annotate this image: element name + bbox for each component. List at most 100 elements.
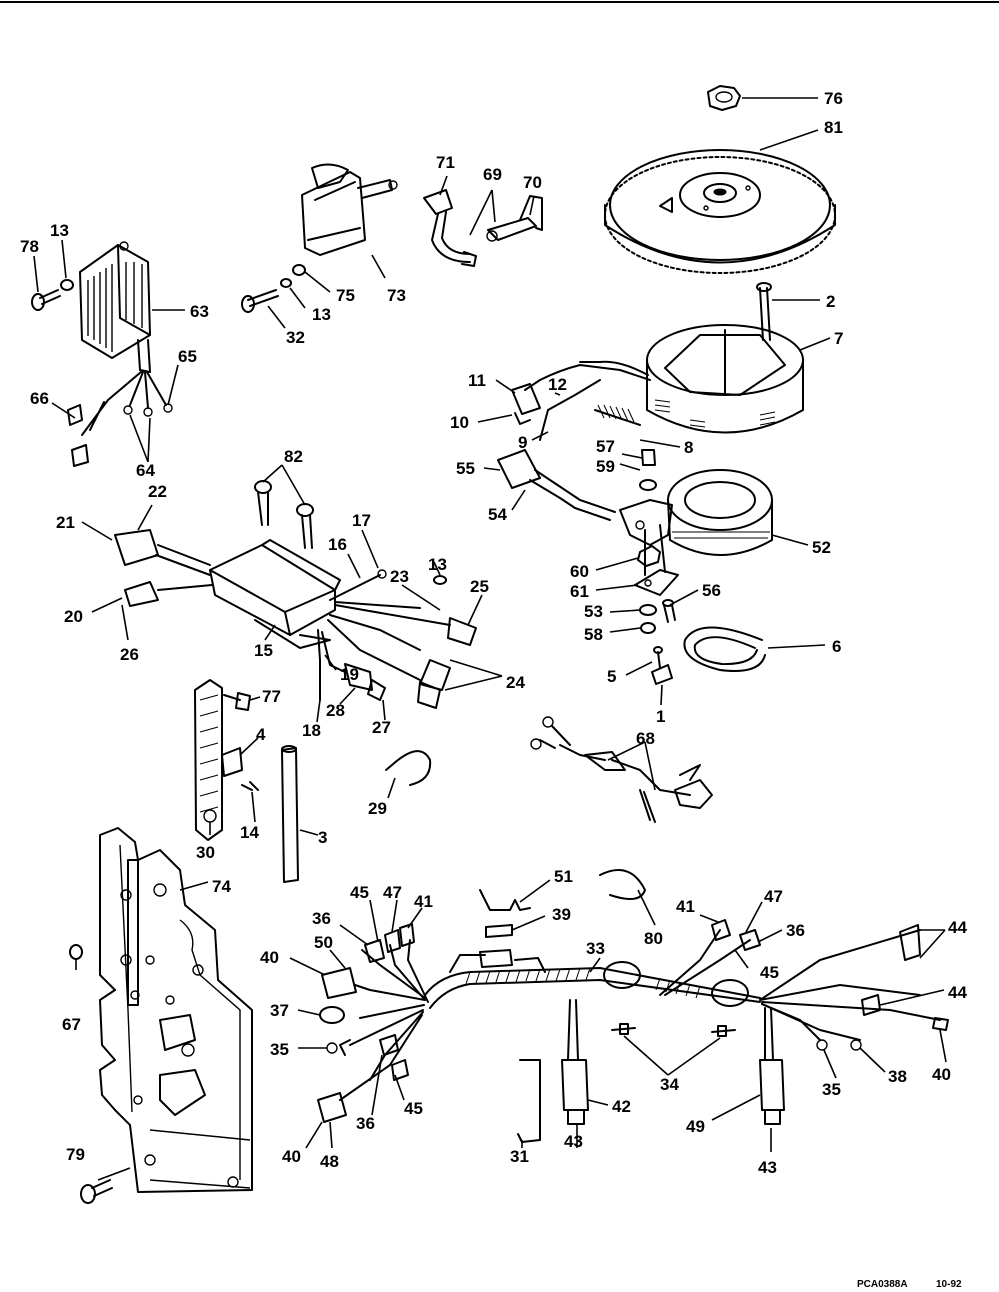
label-40-left: 40 — [260, 948, 279, 967]
drawing-code: PCA0388A — [857, 1279, 908, 1290]
label-11: 11 — [468, 371, 486, 390]
bolt-32 — [241, 289, 279, 313]
nut-53 — [639, 604, 657, 616]
voltage-regulator-63 — [79, 241, 151, 373]
label-10: 10 — [450, 413, 469, 432]
ignition-coil-73 — [301, 163, 398, 256]
plate-61 — [634, 524, 679, 596]
label-42: 42 — [612, 1097, 631, 1116]
label-40-right: 40 — [932, 1065, 951, 1084]
label-82: 82 — [284, 447, 303, 466]
label-70: 70 — [523, 173, 542, 192]
label-71: 71 — [436, 153, 455, 172]
label-21: 21 — [56, 513, 75, 532]
washer-75 — [292, 264, 306, 276]
label-13-coil: 13 — [312, 305, 331, 324]
label-54: 54 — [488, 505, 507, 524]
label-32: 32 — [286, 328, 305, 347]
label-59: 59 — [596, 457, 615, 476]
label-36-upper-left: 36 — [312, 909, 331, 928]
screw-57 — [641, 449, 656, 466]
label-34: 34 — [660, 1075, 679, 1094]
label-39: 39 — [552, 905, 571, 924]
label-28: 28 — [326, 701, 345, 720]
label-27: 27 — [372, 718, 391, 737]
label-29: 29 — [368, 799, 387, 818]
mounting-bracket-74 — [99, 827, 253, 1193]
label-68: 68 — [636, 729, 655, 748]
screw-5 — [653, 646, 663, 669]
label-23: 23 — [390, 567, 409, 586]
label-2: 2 — [826, 292, 835, 311]
label-36-lower-left: 36 — [356, 1114, 375, 1133]
washer-13b — [280, 278, 292, 288]
label-16: 16 — [328, 535, 347, 554]
label-57: 57 — [596, 437, 615, 456]
label-17: 17 — [352, 511, 371, 530]
sleeve-3 — [281, 745, 299, 883]
label-64: 64 — [136, 461, 155, 480]
washer-13c — [433, 575, 447, 585]
label-40-lower: 40 — [282, 1147, 301, 1166]
label-78: 78 — [20, 237, 39, 256]
clip-4 — [221, 747, 243, 777]
spark-plug-boot-70 — [486, 195, 543, 242]
label-24: 24 — [506, 673, 525, 692]
label-5: 5 — [607, 667, 616, 686]
label-13-pack: 13 — [428, 555, 447, 574]
flywheel-81 — [604, 149, 836, 274]
label-61: 61 — [570, 582, 589, 601]
timer-base-52 — [667, 469, 773, 556]
label-7: 7 — [834, 329, 843, 348]
bolts-82 — [254, 480, 314, 549]
nut-58 — [640, 622, 656, 634]
label-4: 4 — [256, 725, 266, 744]
label-53: 53 — [584, 602, 603, 621]
label-14: 14 — [240, 823, 259, 842]
label-65: 65 — [178, 347, 197, 366]
label-75: 75 — [336, 286, 355, 305]
label-69: 69 — [483, 165, 502, 184]
label-13-regulator: 13 — [50, 221, 69, 240]
label-44-upper: 44 — [948, 918, 967, 937]
label-35-right: 35 — [822, 1080, 841, 1099]
label-37: 37 — [270, 1001, 289, 1020]
label-47-left: 47 — [383, 883, 402, 902]
trigger-bracket — [619, 499, 673, 546]
label-79: 79 — [66, 1145, 85, 1164]
nut-60 — [637, 545, 661, 567]
label-38: 38 — [888, 1067, 907, 1086]
label-49: 49 — [686, 1117, 705, 1136]
label-19: 19 — [340, 665, 359, 684]
label-41-right: 41 — [676, 897, 695, 916]
label-8: 8 — [684, 438, 693, 457]
label-73: 73 — [387, 286, 406, 305]
power-pack-15 — [209, 539, 341, 649]
retaining-ring-6 — [683, 626, 766, 672]
strap-80 — [599, 869, 646, 900]
label-56: 56 — [702, 581, 721, 600]
label-81: 81 — [824, 118, 843, 137]
battery-cable-68 — [530, 716, 713, 823]
nut-76 — [707, 85, 741, 111]
screw-79 — [80, 1179, 113, 1204]
label-33: 33 — [586, 939, 605, 958]
label-30: 30 — [196, 843, 215, 862]
label-48: 48 — [320, 1152, 339, 1171]
label-47-right: 47 — [764, 887, 783, 906]
clip-31 — [517, 1059, 541, 1143]
screw-77 — [223, 692, 251, 711]
clip-1 — [651, 664, 673, 685]
power-pack-leads — [114, 529, 477, 709]
label-12: 12 — [548, 375, 567, 394]
part-labels: 76 81 71 69 70 13 78 63 75 73 13 32 2 7 … — [20, 89, 967, 1177]
label-60: 60 — [570, 562, 589, 581]
label-76: 76 — [824, 89, 843, 108]
label-51: 51 — [554, 867, 573, 886]
connector-55-54 — [497, 449, 616, 521]
label-52: 52 — [812, 538, 831, 557]
wire-clip-51 — [479, 889, 531, 911]
label-66: 66 — [30, 389, 49, 408]
label-45-right: 45 — [760, 963, 779, 982]
